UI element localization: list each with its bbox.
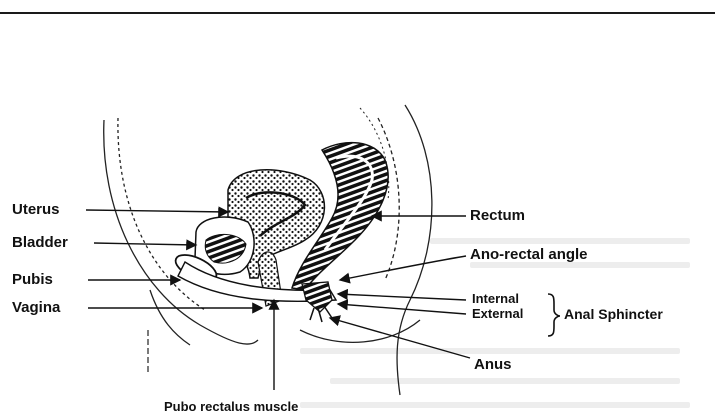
anal-canal [302, 282, 332, 312]
label-uterus: Uterus [12, 201, 60, 218]
uterus-pointer [86, 210, 228, 212]
label-anorectal-angle: Ano-rectal angle [470, 246, 588, 263]
anus-pointer [330, 318, 470, 358]
label-vagina: Vagina [12, 299, 60, 316]
label-anal-sphincter: Anal Sphincter [564, 306, 663, 323]
label-anus: Anus [474, 356, 512, 373]
bladder-pointer [94, 243, 196, 245]
label-puborectalis-muscle: Pubo rectalus muscle [164, 400, 298, 414]
label-internal: Internal [472, 292, 519, 306]
label-rectum: Rectum [470, 207, 525, 224]
label-external: External [472, 307, 523, 321]
external-pointer [338, 304, 466, 314]
label-pubis: Pubis [12, 271, 53, 288]
internal-pointer [338, 294, 466, 300]
label-bladder: Bladder [12, 234, 68, 251]
anorectal-angle-pointer [340, 256, 466, 280]
sphincter-brace [548, 294, 560, 336]
